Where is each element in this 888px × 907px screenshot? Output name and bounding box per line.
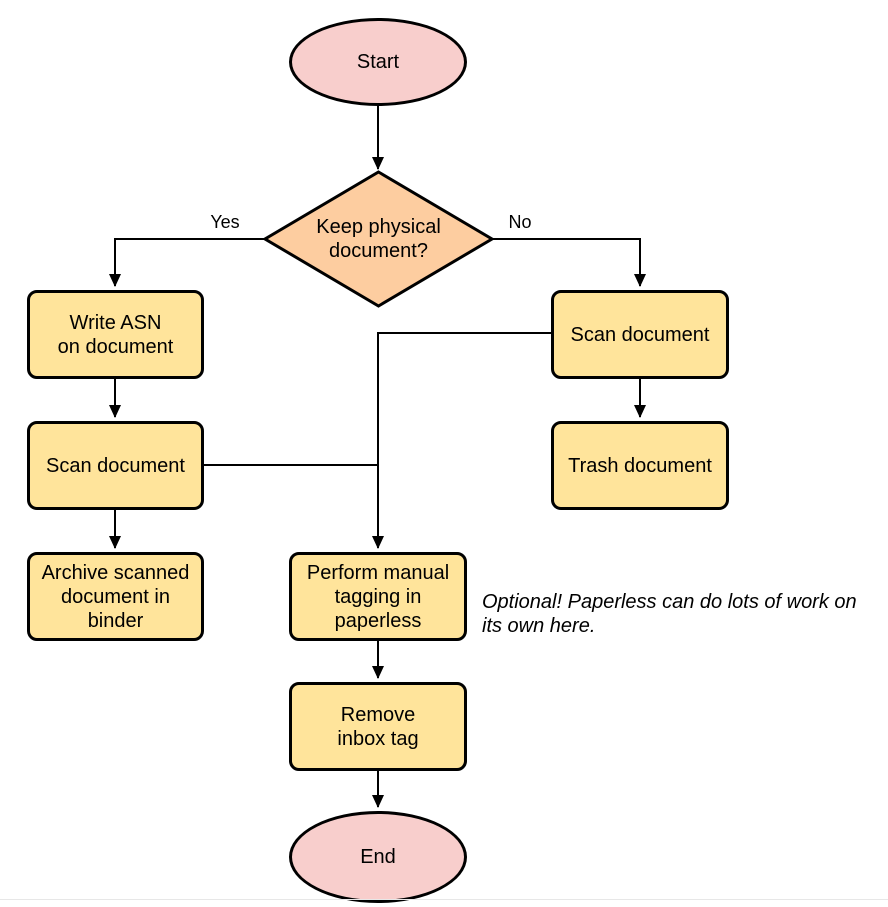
node-write-asn-label: Write ASN on document xyxy=(57,311,174,358)
node-start-label: Start xyxy=(356,51,400,73)
node-archive-scanned-label: Archive scanned document in binder xyxy=(41,561,190,632)
node-trash-document: Trash document xyxy=(551,421,729,510)
node-end-label: End xyxy=(360,846,396,868)
optional-note: Optional! Paperless can do lots of work … xyxy=(482,591,857,637)
node-decision-label: Keep physical document? xyxy=(316,216,441,262)
node-scan-document-right-label: Scan document xyxy=(570,323,710,346)
node-remove-inbox-tag-label: Remove inbox tag xyxy=(337,703,419,750)
node-scan-document-right: Scan document xyxy=(551,290,729,379)
node-scan-document-left-label: Scan document xyxy=(46,454,185,477)
edge-scan-right-to-tagging xyxy=(372,332,551,549)
node-end: End xyxy=(289,811,467,903)
edge-label-no: No xyxy=(508,212,532,232)
node-manual-tagging: Perform manual tagging in paperless xyxy=(289,552,467,641)
node-scan-document-left: Scan document xyxy=(27,421,204,510)
decision-diamond xyxy=(262,170,495,308)
node-start: Start xyxy=(289,18,467,106)
edge-label-yes: Yes xyxy=(210,212,240,232)
node-archive-scanned: Archive scanned document in binder xyxy=(27,552,204,641)
edge-decision-no-to-scan-right xyxy=(492,238,646,287)
bottom-hairline xyxy=(0,899,888,900)
node-write-asn: Write ASN on document xyxy=(27,290,204,379)
node-trash-document-label: Trash document xyxy=(568,454,712,477)
node-manual-tagging-label: Perform manual tagging in paperless xyxy=(306,561,450,632)
edge-decision-yes-to-write-asn xyxy=(109,238,265,287)
node-remove-inbox-tag: Remove inbox tag xyxy=(289,682,467,771)
